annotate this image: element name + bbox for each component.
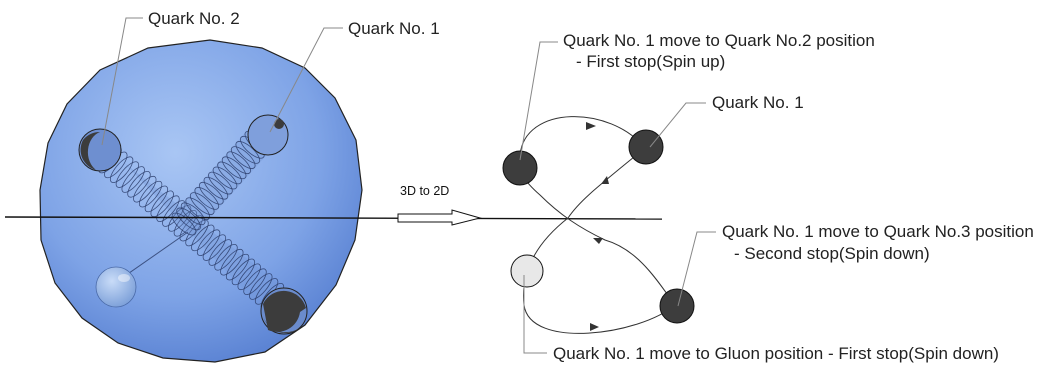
quark-2-ball: [79, 129, 121, 171]
quark-1-ball: [248, 115, 288, 155]
projection-2d: [503, 117, 694, 334]
label-quark-2: Quark No. 2: [148, 9, 240, 28]
trajectory-arrow-bottom: [590, 323, 599, 331]
label-first-stop-line2: - First stop(Spin up): [576, 52, 725, 71]
label-gluon-stop: Quark No. 1 move to Gluon position - Fir…: [553, 344, 999, 363]
trajectory-arrow-mid-upper: [601, 176, 609, 184]
transform-label: 3D to 2D: [400, 184, 449, 198]
label-second-stop-line1: Quark No. 1 move to Quark No.3 position: [722, 222, 1034, 241]
label-second-stop-line2: - Second stop(Spin down): [734, 244, 930, 263]
label-quark-1-left: Quark No. 1: [348, 19, 440, 38]
projected-quark-1: [629, 130, 663, 164]
gluon-ball: [96, 267, 136, 307]
projected-quark-3: [660, 289, 694, 323]
label-first-stop-line1: Quark No. 1 move to Quark No.2 position: [563, 31, 875, 50]
projected-gluon: [511, 255, 543, 287]
proton-3d-model: [40, 40, 362, 362]
label-quark-1-right: Quark No. 1: [712, 93, 804, 112]
projected-quark-2: [503, 151, 537, 185]
transform-arrow: [398, 210, 480, 225]
quark-3-ball: [261, 288, 307, 334]
leader-first-stop: [520, 42, 558, 160]
trajectory-arrow-top: [586, 122, 596, 130]
trajectory-arrow-mid-lower: [593, 238, 603, 244]
